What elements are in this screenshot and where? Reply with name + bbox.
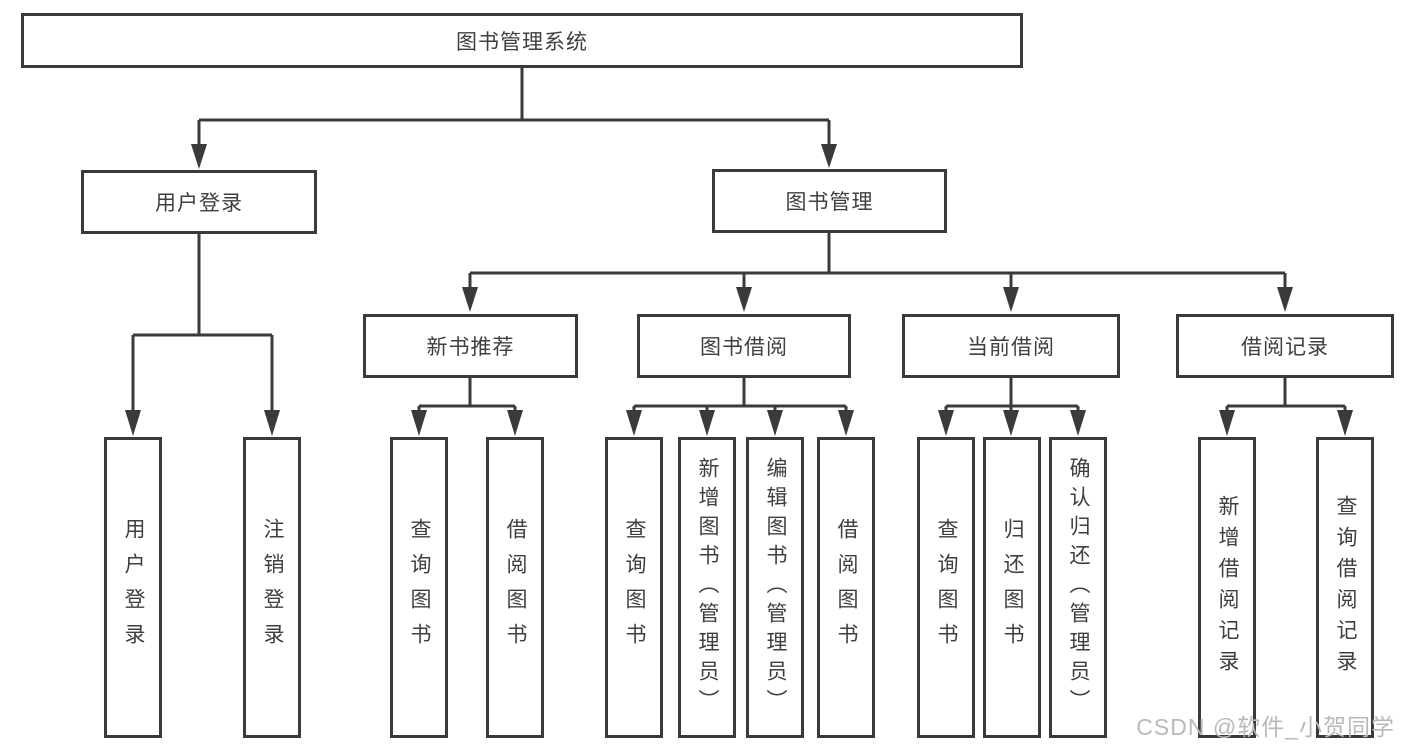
leaf-cb-query-books: 查询图书 <box>917 437 975 738</box>
node-label: 图书管理系统 <box>456 30 588 54</box>
node-borrowing-records: 借阅记录 <box>1176 314 1394 378</box>
node-label: 借阅图书 <box>835 517 858 658</box>
leaf-cb-confirm-return-admin: 确认归还（管理员） <box>1049 437 1107 738</box>
node-label: 图书管理 <box>785 191 874 214</box>
node-new-book-recommend: 新书推荐 <box>363 314 578 378</box>
node-label: 用户登录 <box>122 517 145 658</box>
node-current-borrowing: 当前借阅 <box>902 314 1120 378</box>
leaf-cb-return-books: 归还图书 <box>983 437 1041 738</box>
node-label: 新增图书（管理员） <box>696 457 719 718</box>
node-label: 注销登录 <box>261 517 284 658</box>
leaf-bb-query-books: 查询图书 <box>605 437 663 738</box>
node-user-login: 用户登录 <box>81 170 317 234</box>
node-label: 编辑图书（管理员） <box>764 457 787 718</box>
leaf-logout-login: 注销登录 <box>243 437 301 738</box>
node-label: 确认归还（管理员） <box>1067 457 1090 718</box>
node-label: 归还图书 <box>1001 517 1024 658</box>
node-label: 借阅记录 <box>1241 336 1329 359</box>
node-library-management-system: 图书管理系统 <box>21 13 1023 68</box>
leaf-nb-query-books: 查询图书 <box>390 437 448 738</box>
node-label: 查询借阅记录 <box>1334 494 1357 681</box>
leaf-nb-borrow-books: 借阅图书 <box>486 437 544 738</box>
leaf-bb-add-books-admin: 新增图书（管理员） <box>678 437 736 738</box>
leaf-bb-edit-books-admin: 编辑图书（管理员） <box>746 437 804 738</box>
node-label: 查询图书 <box>408 517 431 658</box>
node-label: 查询图书 <box>935 517 958 658</box>
node-book-management: 图书管理 <box>712 169 947 233</box>
leaf-br-add-borrow-record: 新增借阅记录 <box>1198 437 1256 738</box>
node-label: 借阅图书 <box>504 517 527 658</box>
leaf-br-query-borrow-record: 查询借阅记录 <box>1316 437 1374 738</box>
node-label: 新书推荐 <box>426 336 515 359</box>
node-label: 用户登录 <box>155 192 243 215</box>
node-label: 图书借阅 <box>700 336 788 359</box>
leaf-bb-borrow-books: 借阅图书 <box>817 437 875 738</box>
node-label: 查询图书 <box>623 517 646 658</box>
node-book-borrowing: 图书借阅 <box>637 314 851 378</box>
node-label: 新增借阅记录 <box>1216 494 1239 681</box>
node-label: 当前借阅 <box>967 336 1055 359</box>
csdn-watermark: CSDN @软件_小贺同学 <box>1136 714 1395 740</box>
leaf-user-login: 用户登录 <box>104 437 162 738</box>
